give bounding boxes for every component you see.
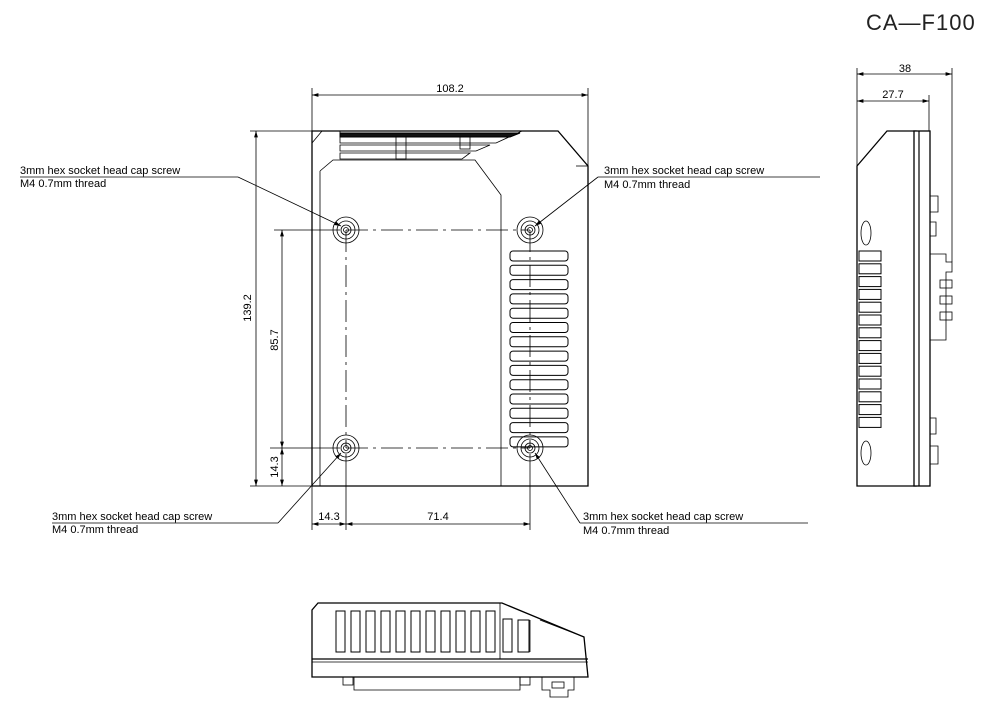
- drawing-title: CA—F100: [866, 10, 976, 35]
- front-dimensions: 108.2 139.2 85.7 14.3 14.3 71.4: [242, 83, 589, 530]
- vent-slot: [517, 619, 530, 653]
- vent-slot: [509, 364, 569, 376]
- vent-slot: [380, 610, 391, 653]
- vent-slot: [858, 365, 882, 377]
- vent-slot: [425, 610, 436, 653]
- dim-overall-width: 108.2: [436, 83, 464, 95]
- vent-slot: [365, 610, 376, 653]
- vent-slot: [509, 336, 569, 348]
- dim-hole-spacing-horizontal: 71.4: [427, 511, 448, 523]
- side-vent-slots: [858, 250, 882, 428]
- vent-slot: [509, 393, 569, 405]
- vent-slot: [440, 610, 451, 653]
- vent-slot: [350, 610, 361, 653]
- vent-slot: [858, 301, 882, 313]
- vent-slot: [858, 250, 882, 262]
- dim-hole-offset-bottom: 14.3: [269, 456, 281, 477]
- dim-hole-spacing-vertical: 85.7: [269, 329, 281, 350]
- front-vent-slots: [509, 250, 569, 448]
- vent-slot: [858, 340, 882, 352]
- vent-slot: [858, 404, 882, 416]
- screw: [516, 216, 544, 244]
- vent-slot: [509, 407, 569, 419]
- vent-slot: [509, 264, 569, 276]
- front-view: [311, 130, 589, 487]
- vent-slot: [858, 288, 882, 300]
- vent-slot: [395, 610, 406, 653]
- vent-slot: [509, 250, 569, 262]
- vent-slot: [509, 422, 569, 434]
- side-front-plate: [913, 130, 931, 487]
- callout-top-left-line1: 3mm hex socket head cap screw: [20, 165, 180, 177]
- vent-slot: [509, 307, 569, 319]
- callout-top-left-line2: M4 0.7mm thread: [20, 178, 106, 190]
- side-view: [856, 130, 953, 487]
- vent-slot: [485, 610, 496, 653]
- top-fins: [339, 130, 523, 160]
- inner-panel: [319, 159, 502, 486]
- bottom-vent-slots: [335, 610, 530, 653]
- callout-bottom-right-line1: 3mm hex socket head cap screw: [583, 511, 743, 523]
- vent-slot: [335, 610, 346, 653]
- dim-side-depth-total: 38: [899, 63, 911, 75]
- dim-hole-offset-left: 14.3: [318, 511, 339, 523]
- vent-slot: [858, 352, 882, 364]
- vent-slot: [509, 322, 569, 333]
- callout-top-right-line2: M4 0.7mm thread: [604, 179, 690, 191]
- vent-slot: [509, 379, 569, 391]
- vent-slot: [509, 279, 569, 291]
- dim-overall-height: 139.2: [242, 294, 254, 322]
- side-dimensions: 38 27.7: [856, 63, 953, 262]
- callout-bottom-left-line1: 3mm hex socket head cap screw: [52, 511, 212, 523]
- vent-slot: [470, 610, 481, 653]
- vent-slot: [858, 327, 882, 339]
- vent-slot: [509, 350, 569, 362]
- vent-slot: [858, 263, 882, 275]
- vent-slot: [858, 416, 882, 428]
- vent-slot: [858, 391, 882, 403]
- vent-slot: [455, 610, 466, 653]
- bottom-view: [311, 602, 589, 698]
- callout-bottom-right-line2: M4 0.7mm thread: [583, 525, 669, 537]
- vent-slot: [858, 378, 882, 390]
- callouts: 3mm hex socket head cap screw M4 0.7mm t…: [20, 165, 820, 537]
- vent-slot: [858, 314, 882, 326]
- vent-slot: [858, 276, 882, 288]
- vent-slot: [410, 610, 421, 653]
- vent-slot: [509, 293, 569, 305]
- dim-side-depth-body: 27.7: [882, 89, 903, 101]
- callout-top-right-line1: 3mm hex socket head cap screw: [604, 165, 764, 177]
- callout-bottom-left-line2: M4 0.7mm thread: [52, 524, 138, 536]
- vent-slot: [502, 618, 513, 653]
